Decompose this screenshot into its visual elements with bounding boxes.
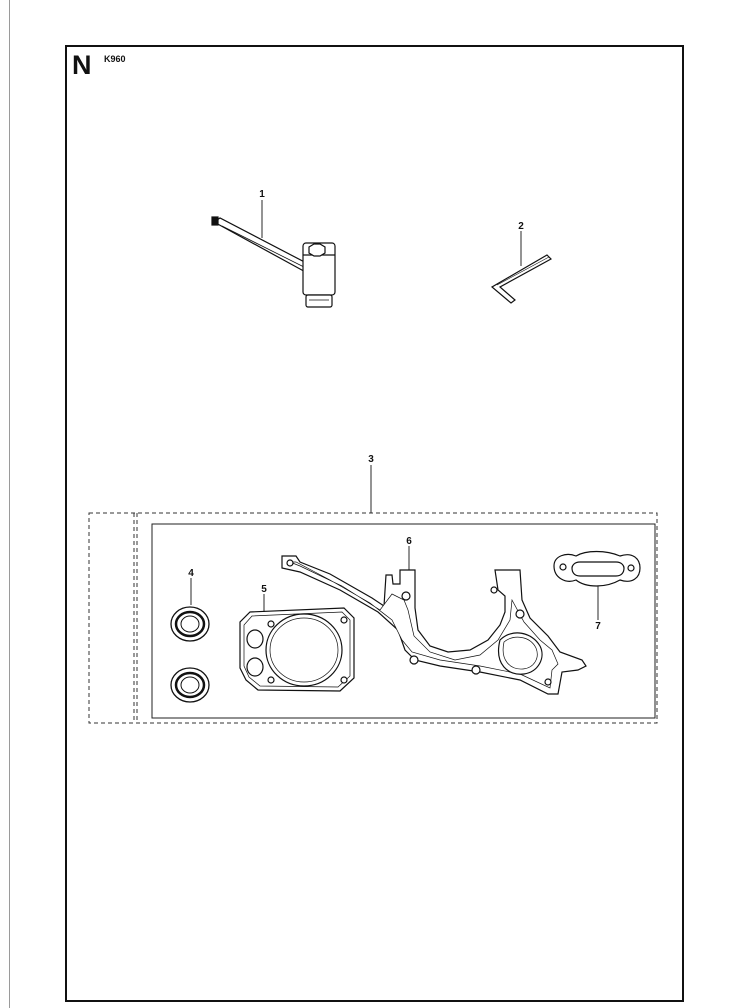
callout-3: 3 xyxy=(368,454,374,465)
section-letter: N xyxy=(72,50,92,80)
part-6-crankcase-gasket xyxy=(281,555,587,695)
callout-2: 2 xyxy=(518,221,524,232)
callout-1: 1 xyxy=(259,189,265,200)
page-margin-rule xyxy=(9,0,10,1008)
part-3-gasket-kit-outline xyxy=(88,512,658,724)
kit-inner-box xyxy=(151,523,656,719)
callout-6: 6 xyxy=(406,536,412,547)
model-label: K960 xyxy=(104,54,126,64)
leader-lines xyxy=(190,200,599,620)
part-4-seal-rings xyxy=(170,606,210,703)
callout-7: 7 xyxy=(595,621,601,632)
part-2-hex-key xyxy=(490,254,552,304)
part-5-cylinder-gasket xyxy=(239,607,355,692)
callout-5: 5 xyxy=(261,584,267,595)
diagram-frame xyxy=(65,45,684,1002)
callout-4: 4 xyxy=(188,568,194,579)
part-1-combination-spanner xyxy=(211,216,336,308)
part-7-muffler-gasket xyxy=(553,550,641,587)
